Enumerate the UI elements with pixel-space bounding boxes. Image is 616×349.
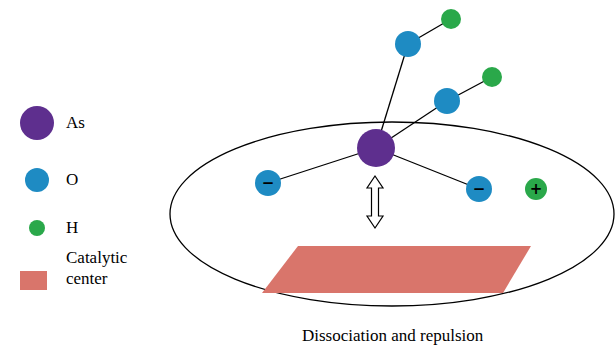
charge-sign: −: [262, 176, 275, 191]
bonds: [268, 19, 492, 189]
hydrogen-atom: [441, 9, 461, 29]
legend-text: As: [66, 112, 85, 133]
oxygen-atom: [395, 31, 421, 57]
arsenic-atom: [357, 129, 395, 167]
oxygen-ion: −: [466, 176, 492, 202]
hydrogen-atom: [482, 67, 502, 87]
legend-text: H: [66, 217, 78, 238]
legend-text: Catalytic center: [66, 247, 148, 290]
charge-sign: −: [473, 182, 486, 197]
legend-arsenic-swatch: [20, 106, 54, 140]
legend-oxygen-swatch: [25, 168, 49, 192]
legend-hydrogen-swatch: [29, 220, 45, 236]
oxygen-ion: −: [255, 170, 281, 196]
caption: Dissociation and repulsion: [302, 326, 483, 346]
catalytic-center: [262, 246, 531, 293]
surface-ellipse: [170, 122, 614, 306]
oxygen-atom: [434, 88, 460, 114]
double-arrow: [367, 176, 383, 228]
charge-sign: +: [530, 182, 543, 197]
hydrogen-ion: +: [525, 178, 547, 200]
legend-catalytic-swatch: [20, 271, 47, 290]
legend-text: O: [66, 169, 78, 190]
